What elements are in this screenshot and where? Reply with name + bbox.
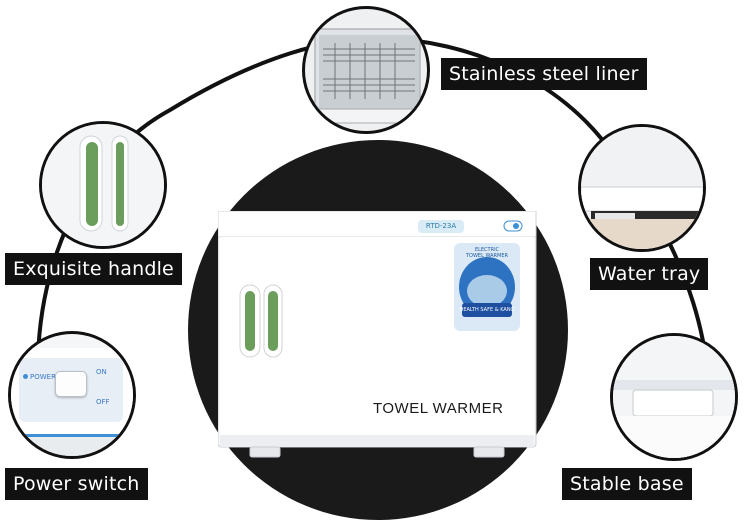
stable-base-detail-circle [610,333,738,461]
power-switch-detail-circle: POWER ON OFF [8,331,136,459]
base-foot-closeup [613,336,735,458]
product-name: TOWEL WARMER [373,400,504,417]
power-switch-label: Power switch [5,468,148,500]
switch-on-text: ON [96,368,107,376]
water-tray-detail-circle [578,124,706,252]
stable-base-label: Stable base [562,468,692,500]
sticker-line1: ELECTRIC [474,247,500,253]
power-switch-text: POWER [30,373,56,381]
model-badge: RTD-23A [418,220,464,233]
liner-label: Stainless steel liner [441,58,647,90]
handle-closeup [42,124,164,246]
rocker-switch[interactable] [55,371,87,397]
power-indicator-icon [23,374,28,379]
sticker-badge: HEALTH SAFE & KANG [459,307,515,313]
liner-detail-circle [302,6,430,134]
towel-warmer-cabinet: RTD-23A ELECTRIC TOWEL WARMER HEALTH SAF… [218,211,538,461]
handle-detail-circle [39,121,167,249]
cabinet-body [218,211,537,458]
sticker-line2: TOWEL WARMER [466,253,508,259]
water-tray-label: Water tray [590,258,709,290]
steel-rack-icon [309,28,426,124]
switch-off-text: OFF [96,398,110,406]
water-tray-closeup [581,127,703,249]
handle-label: Exquisite handle [5,253,182,285]
